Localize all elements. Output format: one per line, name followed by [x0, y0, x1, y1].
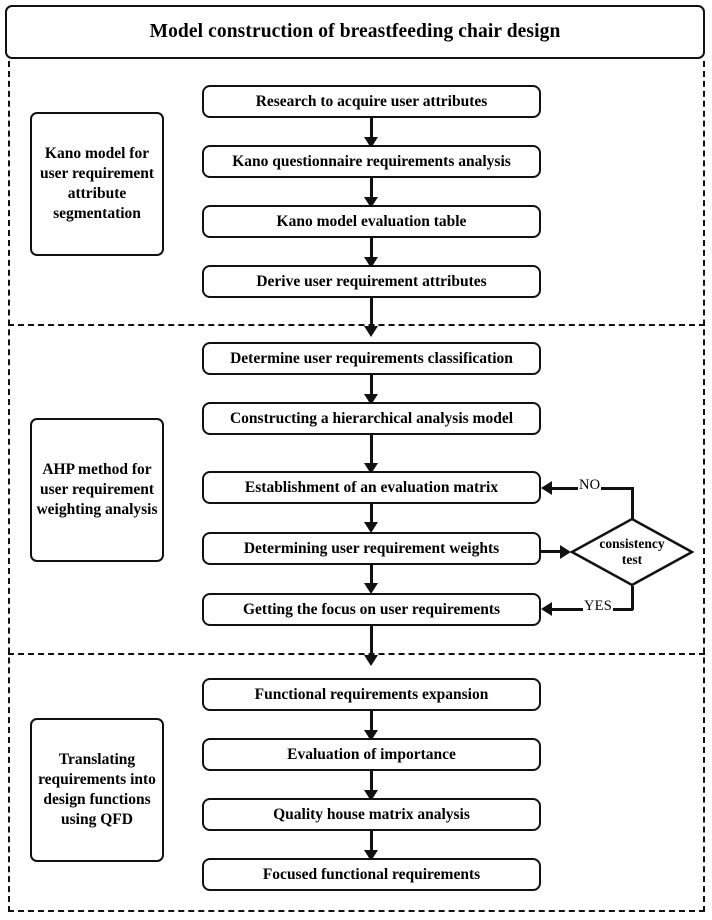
- step-kano-evaluation-table[interactable]: Kano model evaluation table: [202, 205, 541, 238]
- step-label: Research to acquire user attributes: [255, 92, 488, 110]
- connector-arrowhead: [364, 790, 378, 801]
- connector-line: [370, 711, 373, 738]
- connector-arrowhead: [364, 394, 378, 405]
- connector-arrowhead: [364, 655, 378, 666]
- connector-line: [370, 771, 373, 798]
- weights-to-decision-line: [541, 550, 563, 553]
- step-label: Constructing a hierarchical analysis mod…: [229, 409, 514, 427]
- diagram-title-text: Model construction of breastfeeding chai…: [149, 21, 561, 42]
- phase-label-kano-text: Kano model for user requirement attribut…: [39, 144, 155, 223]
- step-label: Derive user requirement attributes: [256, 272, 487, 290]
- step-evaluation-of-importance[interactable]: Evaluation of importance: [202, 738, 541, 771]
- diamond-shape: [570, 517, 694, 587]
- outer-dashed-frame: [8, 61, 705, 912]
- step-label: Evaluation of importance: [287, 745, 456, 763]
- step-functional-requirements-expansion[interactable]: Functional requirements expansion: [202, 678, 541, 711]
- connector-arrowhead: [364, 850, 378, 861]
- connector-line: [370, 626, 373, 662]
- connector-line: [370, 504, 373, 530]
- phase-label-ahp: AHP method for user requirement weightin…: [30, 418, 164, 562]
- phase-label-qfd: Translating requirements into design fun…: [30, 718, 164, 862]
- connector-arrowhead: [364, 137, 378, 148]
- yes-branch-arrowhead: [541, 602, 552, 616]
- step-label: Determine user requirements classificati…: [230, 349, 513, 367]
- connector-line: [370, 118, 373, 145]
- step-constructing-hierarchical-model[interactable]: Constructing a hierarchical analysis mod…: [202, 402, 541, 435]
- step-label: Kano model evaluation table: [276, 212, 467, 230]
- weights-to-decision-arrowhead: [560, 545, 571, 559]
- connector-line: [370, 435, 373, 471]
- step-label: Kano questionnaire requirements analysis: [232, 152, 511, 170]
- yes-branch-vertical-line: [631, 586, 634, 610]
- step-label: Focused functional requirements: [262, 865, 481, 883]
- step-quality-house-matrix-analysis[interactable]: Quality house matrix analysis: [202, 798, 541, 831]
- connector-arrowhead: [364, 197, 378, 208]
- step-establishment-evaluation-matrix[interactable]: Establishment of an evaluation matrix: [202, 471, 541, 504]
- phase-label-ahp-text: AHP method for user requirement weightin…: [36, 460, 158, 519]
- connector-line: [370, 375, 373, 402]
- step-focused-functional-requirements[interactable]: Focused functional requirements: [202, 858, 541, 891]
- connector-arrowhead: [364, 522, 378, 533]
- step-label: Determining user requirement weights: [243, 539, 500, 557]
- step-derive-user-requirement-attributes[interactable]: Derive user requirement attributes: [202, 265, 541, 298]
- step-determine-requirements-classification[interactable]: Determine user requirements classificati…: [202, 342, 541, 375]
- step-label: Quality house matrix analysis: [273, 805, 470, 823]
- connector-arrowhead: [364, 257, 378, 268]
- step-kano-questionnaire-analysis[interactable]: Kano questionnaire requirements analysis: [202, 145, 541, 178]
- step-getting-focus-user-requirements[interactable]: Getting the focus on user requirements: [202, 593, 541, 626]
- phase-label-kano: Kano model for user requirement attribut…: [30, 112, 164, 256]
- phase-divider-kano-ahp: [8, 324, 705, 326]
- no-branch-vertical-line: [631, 487, 634, 519]
- connector-line: [370, 565, 373, 591]
- phase-label-qfd-text: Translating requirements into design fun…: [38, 750, 156, 829]
- connector-arrowhead: [364, 583, 378, 594]
- connector-arrowhead: [364, 730, 378, 741]
- connector-line: [370, 831, 373, 858]
- diagram-title: Model construction of breastfeeding chai…: [5, 5, 705, 59]
- connector-arrowhead: [364, 463, 378, 474]
- branch-label-yes: YES: [583, 598, 613, 615]
- decision-consistency-test[interactable]: consistency test: [570, 517, 694, 587]
- step-label: Getting the focus on user requirements: [242, 600, 501, 618]
- step-label: Establishment of an evaluation matrix: [244, 478, 499, 496]
- connector-line: [370, 298, 373, 333]
- connector-arrowhead: [364, 326, 378, 337]
- connector-line: [370, 238, 373, 265]
- no-branch-arrowhead: [541, 481, 552, 495]
- step-label: Functional requirements expansion: [254, 685, 489, 703]
- connector-line: [370, 178, 373, 205]
- step-research-user-attributes[interactable]: Research to acquire user attributes: [202, 85, 541, 118]
- step-determining-requirement-weights[interactable]: Determining user requirement weights: [202, 532, 541, 565]
- branch-label-no: NO: [578, 477, 602, 494]
- phase-divider-ahp-qfd: [8, 653, 705, 655]
